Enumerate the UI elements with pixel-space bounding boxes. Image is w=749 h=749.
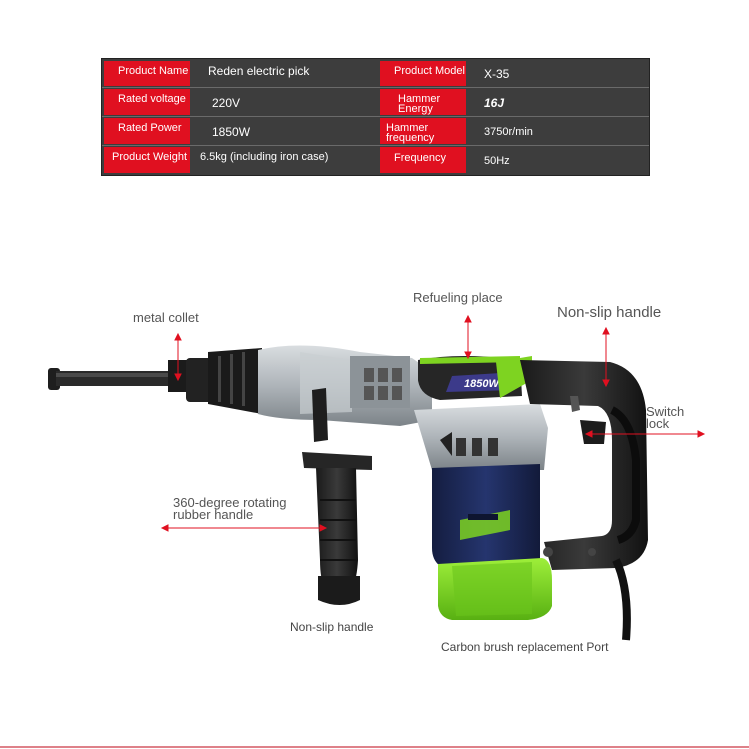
callout-switch-lock: Switch lock: [646, 404, 685, 431]
callout-carbon-brush-port: Carbon brush replacement Port: [441, 640, 609, 654]
value-rated-voltage: 220V: [212, 96, 241, 110]
label-rated-power: Rated Power: [104, 118, 190, 144]
label-product-weight: Product Weight: [104, 147, 190, 173]
label-product-model: Product Model: [380, 61, 466, 86]
value-product-name: Reden electric pick: [208, 64, 310, 78]
spec-table: Product Name Reden electric pick Product…: [101, 58, 650, 176]
callout-refueling-place: Refueling place: [413, 290, 503, 305]
value-frequency: 50Hz: [484, 155, 510, 167]
row-divider: [102, 116, 649, 117]
label-rated-voltage: Rated voltage: [104, 89, 190, 115]
chisel-bit: [48, 368, 171, 390]
bottom-divider: [0, 746, 749, 748]
value-hammer-energy: 16J: [484, 96, 505, 110]
label-hammer-frequency: Hammer frequency: [380, 118, 466, 144]
label-frequency: Frequency: [380, 147, 466, 173]
label-hammer-energy: Hammer Energy: [380, 89, 466, 115]
callout-rotating-handle: 360-degree rotating rubber handle: [173, 495, 287, 522]
side-handle: [302, 388, 372, 605]
row-divider: [102, 87, 649, 88]
callout-metal-collet: metal collet: [133, 310, 199, 325]
callout-nonslip-handle-bottom: Non-slip handle: [290, 620, 374, 634]
value-product-weight: 6.5kg (including iron case): [200, 151, 329, 163]
power-badge: 1850W: [464, 378, 500, 390]
callout-nonslip-handle-top: Non-slip handle: [557, 304, 662, 321]
label-product-name: Product Name: [104, 61, 190, 86]
value-rated-power: 1850W: [212, 125, 251, 139]
metal-collet: [168, 348, 262, 414]
value-hammer-frequency: 3750r/min: [484, 126, 533, 138]
row-divider: [102, 145, 649, 146]
value-product-model: X-35: [484, 67, 510, 81]
